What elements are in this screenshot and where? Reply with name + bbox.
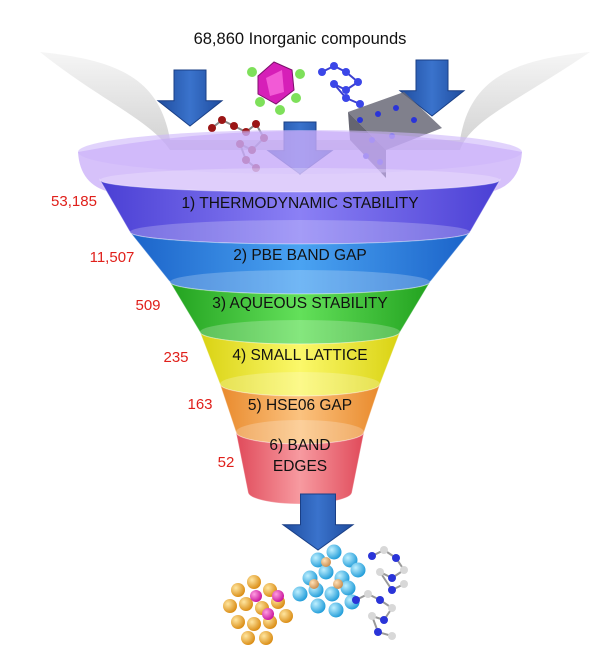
stage-6-label: 6) BAND	[269, 437, 330, 454]
stage-5-label: 5) HSE06 GAP	[248, 397, 352, 414]
molecule-atom	[411, 117, 417, 123]
output-atom	[380, 546, 388, 554]
funnel-layer-1	[99, 179, 501, 245]
output-atom	[247, 575, 261, 589]
count-labels: 53,185 11,507 509 235 163 52	[51, 193, 234, 471]
crystal-structure-icon	[266, 70, 284, 96]
funnel-opening	[78, 130, 522, 174]
molecule-atom	[318, 68, 326, 76]
stage-labels: 1) THERMODYNAMIC STABILITY 2) PBE BAND GA…	[181, 195, 418, 475]
output-atom	[388, 586, 396, 594]
molecule-atom	[230, 122, 238, 130]
output-atom	[374, 628, 382, 636]
output-atom	[380, 616, 388, 624]
molecule-atom	[375, 111, 381, 117]
down-arrow-icon	[398, 59, 466, 117]
output-atom	[223, 599, 237, 613]
stage-3-label: 3) AQUEOUS STABILITY	[212, 295, 387, 312]
output-atom	[350, 562, 366, 578]
output-atom	[368, 552, 376, 560]
crystal-atom	[247, 67, 257, 77]
output-atom	[388, 632, 396, 640]
crystal-atom	[255, 97, 265, 107]
output-atom	[247, 617, 261, 631]
output-atom	[262, 608, 274, 620]
output-atom	[400, 580, 408, 588]
output-atom	[292, 586, 308, 602]
output-atom	[333, 579, 343, 589]
down-arrow-icon	[156, 69, 224, 127]
output-atom	[309, 579, 319, 589]
funnel-layer-1-top	[100, 168, 500, 192]
output-atom	[279, 609, 293, 623]
output-atom	[259, 631, 273, 645]
output-atom	[388, 604, 396, 612]
output-atom	[318, 564, 334, 580]
output-atom	[368, 612, 376, 620]
output-arrow	[281, 493, 355, 551]
funnel-layer-5	[219, 383, 381, 445]
output-atom	[326, 544, 342, 560]
molecule-atom	[357, 117, 363, 123]
output-atom	[239, 597, 253, 611]
stage-5-count: 163	[187, 396, 212, 413]
output-atom	[241, 631, 255, 645]
stage-4-count: 235	[163, 349, 188, 366]
output-atom	[321, 557, 331, 567]
output-atom	[340, 580, 356, 596]
output-atom	[310, 598, 326, 614]
stage-4-label: 4) SMALL LATTICE	[232, 347, 367, 364]
crystal-atom	[295, 69, 305, 79]
molecule-atom	[356, 100, 364, 108]
molecule-atom	[342, 94, 350, 102]
molecule-atom	[252, 120, 260, 128]
funnel	[78, 130, 522, 505]
stage-2-count: 11,507	[90, 249, 135, 266]
stage-1-label: 1) THERMODYNAMIC STABILITY	[181, 195, 418, 212]
molecule-atom	[342, 68, 350, 76]
funnel-layer-4-top	[200, 320, 400, 344]
molecule-atom	[330, 80, 338, 88]
output-atom	[388, 574, 396, 582]
output-atom	[364, 590, 372, 598]
output-atom	[352, 596, 360, 604]
molecule-atom	[342, 86, 350, 94]
output-atom	[376, 568, 384, 576]
funnel-layer-6-top	[236, 420, 364, 444]
output-atom	[250, 590, 262, 602]
output-atom	[392, 554, 400, 562]
molecule-atom	[218, 116, 226, 124]
output-atom	[231, 615, 245, 629]
funnel-layer-2-top	[130, 220, 470, 244]
output-atom	[272, 590, 284, 602]
stage-3-count: 509	[135, 297, 160, 314]
funnel-layer-6	[235, 431, 365, 505]
stage-6-label-line2: EDGES	[273, 458, 327, 475]
output-structures	[223, 544, 408, 645]
output-atom	[400, 566, 408, 574]
output-atom	[328, 602, 344, 618]
crystal-atom	[275, 105, 285, 115]
funnel-layer-2	[129, 230, 471, 295]
funnel-layer-3	[169, 280, 431, 345]
output-atom	[324, 586, 340, 602]
funnel-layer-5-top	[220, 372, 380, 396]
funnel-layer-3-top	[170, 270, 430, 294]
stage-6-count: 52	[218, 454, 235, 471]
molecule-atom	[393, 105, 399, 111]
down-arrow-icon	[281, 493, 355, 551]
molecule-atom	[330, 62, 338, 70]
stage-2-label: 2) PBE BAND GAP	[233, 247, 367, 264]
output-atom	[231, 583, 245, 597]
output-atom	[342, 552, 358, 568]
molecule-atom	[354, 78, 362, 86]
hopper-backdrop	[40, 52, 590, 150]
stage-1-count: 53,185	[51, 193, 97, 210]
molecule-atom	[208, 124, 216, 132]
crystal-atom	[291, 93, 301, 103]
diagram-title: 68,860 Inorganic compounds	[194, 30, 407, 48]
output-atom	[376, 596, 384, 604]
